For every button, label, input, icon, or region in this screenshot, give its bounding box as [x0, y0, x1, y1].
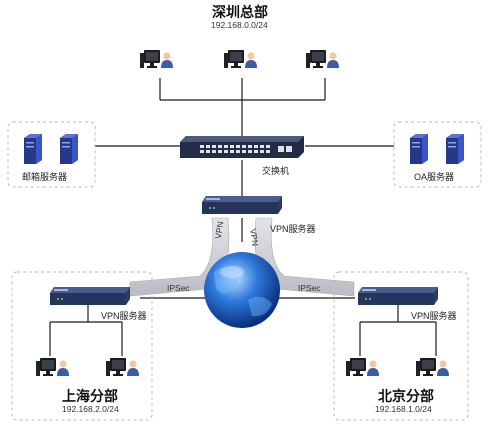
beijing-title: 北京分部 — [378, 388, 434, 404]
mail-server-label: 邮箱服务器 — [22, 172, 68, 182]
hq-title: 深圳总部 — [212, 4, 268, 20]
shanghai-vpn-label: VPN服务器 — [101, 311, 147, 321]
hq-vpn-router-icon — [202, 196, 282, 214]
switch-label: 交换机 — [262, 166, 290, 176]
beijing-pc-2-icon — [416, 358, 449, 376]
tunnel-right — [254, 217, 355, 297]
hq-vpn-label: VPN服务器 — [270, 224, 316, 234]
mail-server-2-icon — [60, 134, 78, 164]
tunnel-left — [129, 217, 230, 297]
core-switch-icon — [180, 136, 304, 158]
oa-server-label: OA服务器 — [414, 172, 455, 182]
shanghai-pc-2-icon — [106, 358, 139, 376]
oa-server-1-icon — [410, 134, 428, 164]
beijing-vpn-label: VPN服务器 — [411, 311, 457, 321]
shanghai-box — [11, 271, 153, 421]
internet-globe-icon — [204, 252, 280, 328]
ipsec-left-label: IPSec — [167, 283, 190, 293]
oa-server-2-icon — [446, 134, 464, 164]
ipsec-right-label: IPSec — [298, 283, 321, 293]
beijing-vpn-router-icon — [358, 287, 438, 305]
vpn-tunnels — [129, 217, 355, 297]
beijing-box — [333, 271, 469, 421]
mail-server-1-icon — [24, 134, 42, 164]
shanghai-title: 上海分部 — [62, 388, 118, 404]
oa-server-box — [393, 121, 482, 188]
beijing-subnet: 192.168.1.0/24 — [375, 404, 432, 414]
hq-pc-3-icon — [306, 50, 339, 68]
connection-lines — [49, 78, 437, 356]
beijing-pc-1-icon — [346, 358, 379, 376]
shanghai-subnet: 192.168.2.0/24 — [62, 404, 119, 414]
shanghai-pc-1-icon — [36, 358, 69, 376]
hq-subnet: 192.168.0.0/24 — [211, 20, 268, 30]
dashed-boxes — [7, 121, 482, 421]
mail-server-box — [7, 121, 96, 188]
hq-pc-1-icon — [140, 50, 173, 68]
hq-pc-2-icon — [224, 50, 257, 68]
shanghai-vpn-router-icon — [50, 287, 130, 305]
